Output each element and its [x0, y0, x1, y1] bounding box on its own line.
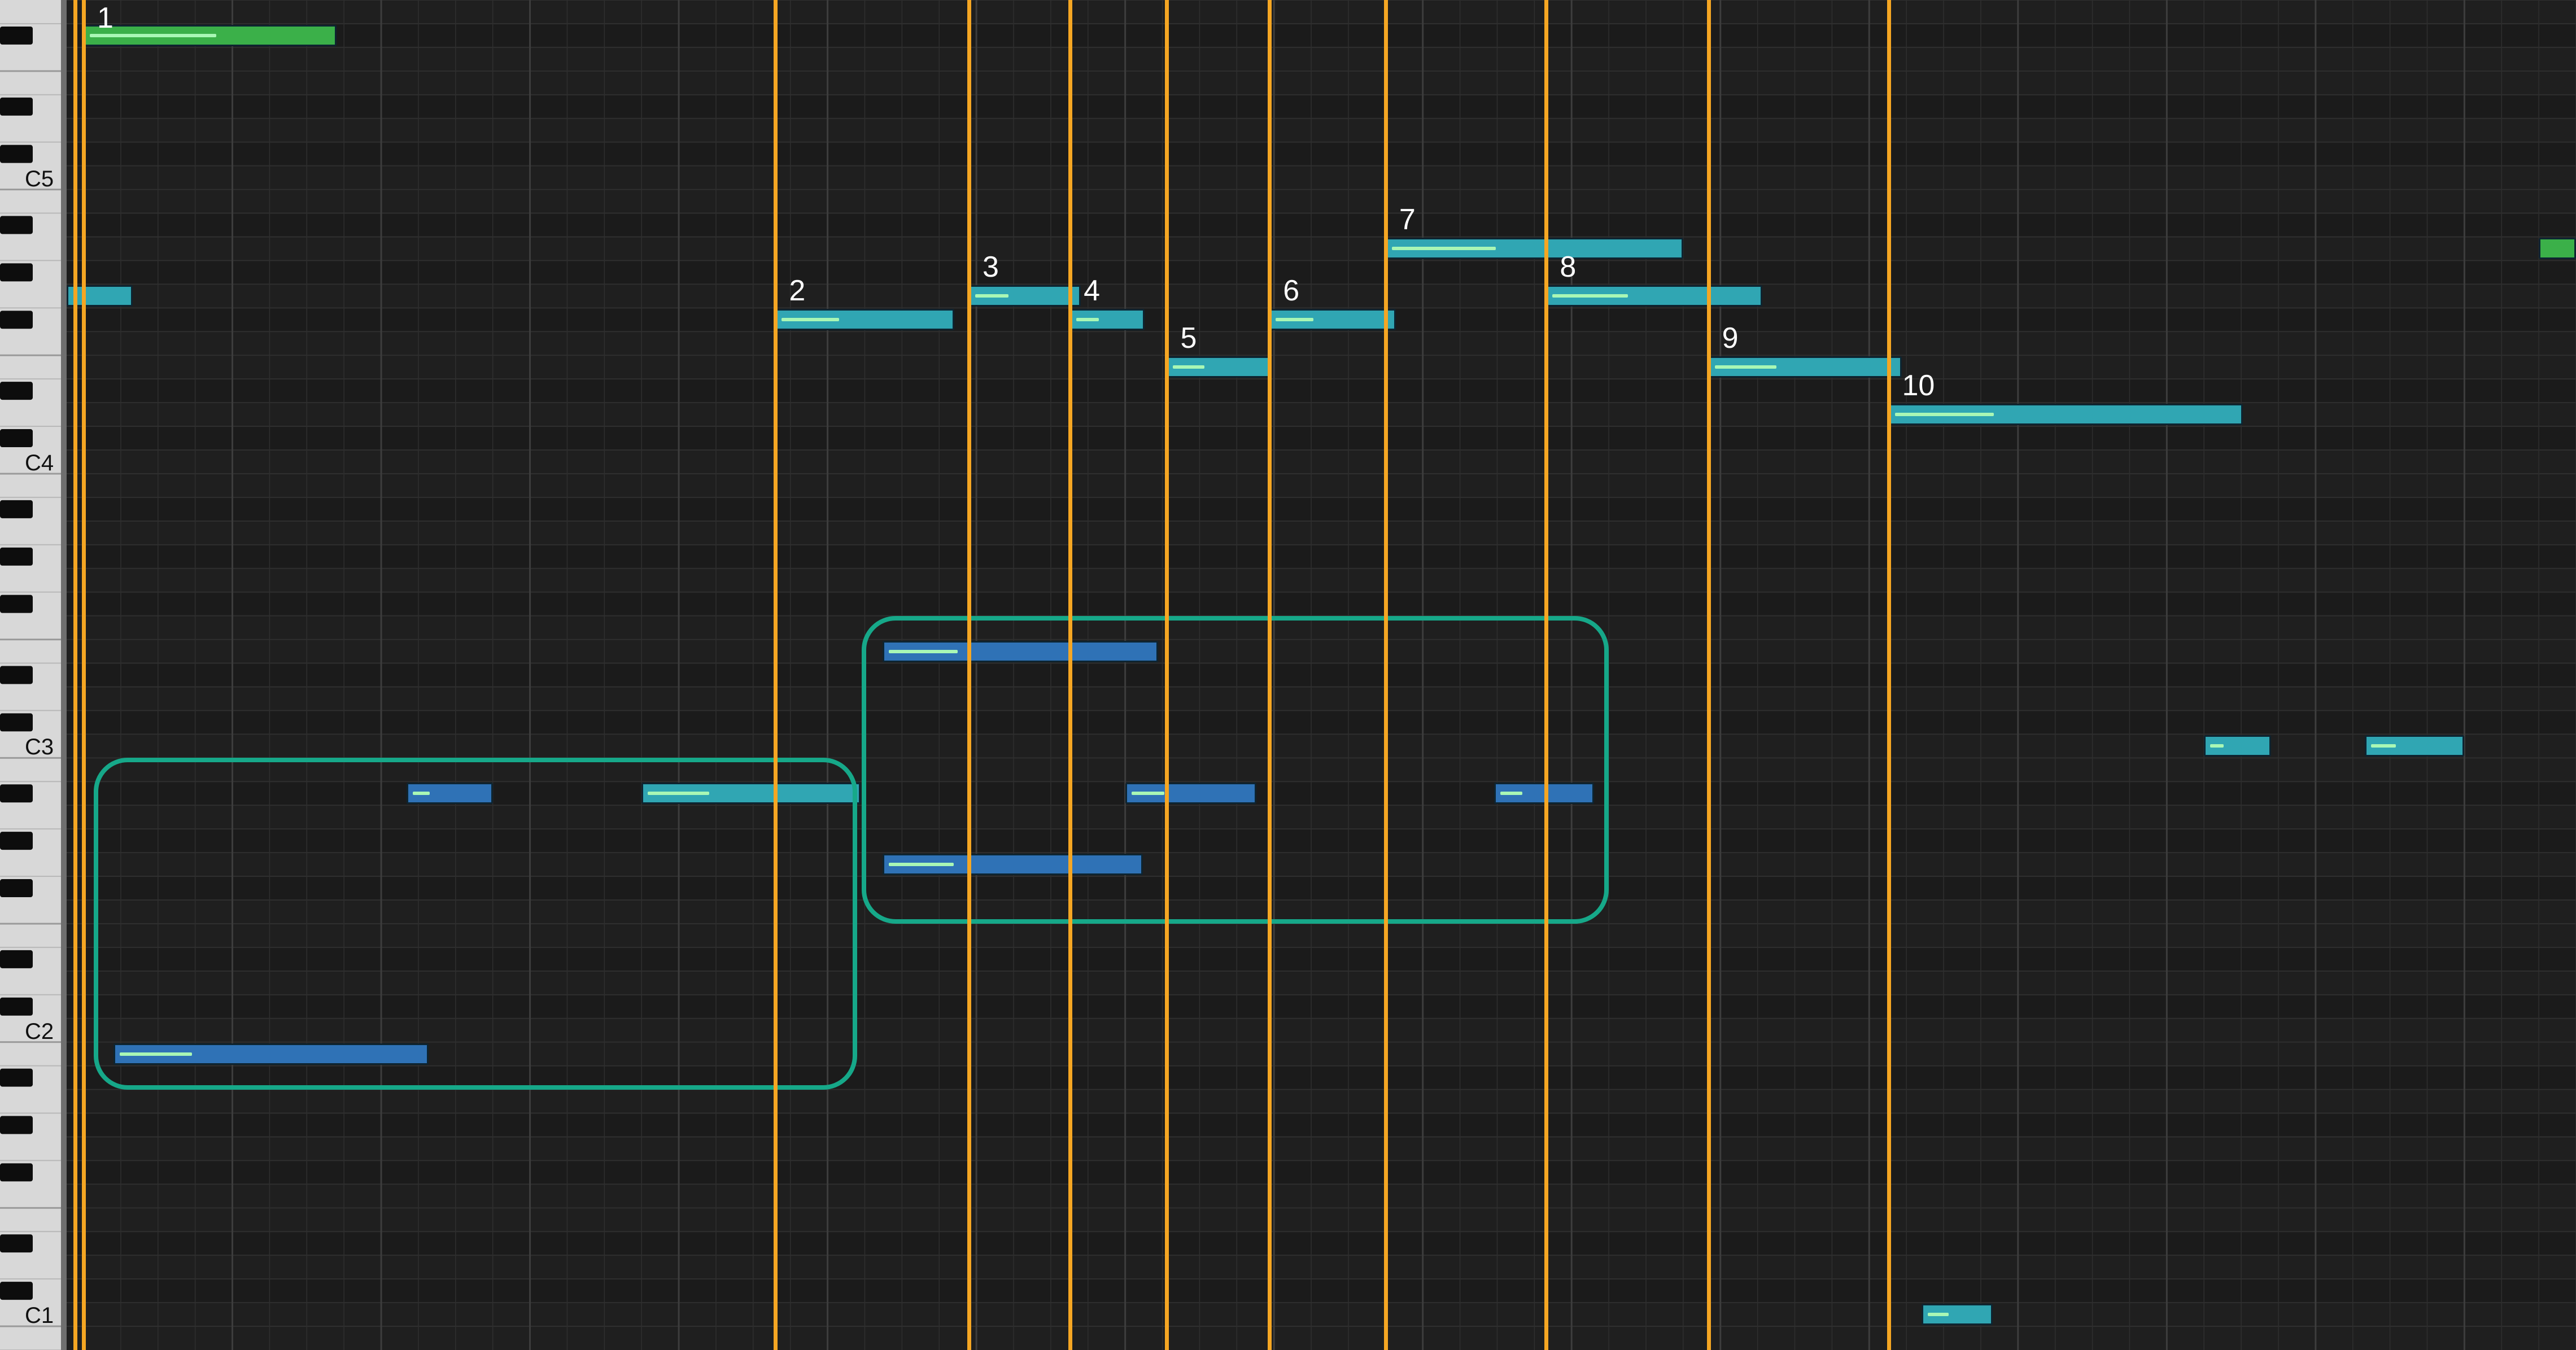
octave-label: C3	[25, 735, 54, 760]
black-key	[0, 26, 33, 45]
black-key	[0, 1234, 33, 1253]
midi-note[interactable]	[1125, 783, 1256, 805]
velocity-bar	[119, 1052, 193, 1056]
velocity-bar	[889, 649, 958, 653]
midi-note[interactable]	[1888, 404, 2243, 426]
grid-row-dark	[67, 1065, 2576, 1090]
midi-note[interactable]	[406, 783, 493, 805]
octave-label: C1	[25, 1303, 54, 1329]
midi-note[interactable]	[775, 309, 954, 331]
velocity-bar	[2210, 744, 2224, 748]
piano-keyboard[interactable]	[0, 0, 67, 1350]
velocity-bar	[1894, 413, 1994, 417]
grid-row-dark	[67, 213, 2576, 237]
black-key	[0, 263, 33, 282]
velocity-bar	[1500, 792, 1523, 796]
grid-row-dark	[67, 592, 2576, 616]
grid-row-dark	[67, 142, 2576, 166]
keyboard-edge	[61, 0, 67, 1350]
grid-row-dark	[67, 1160, 2576, 1185]
black-key	[0, 1068, 33, 1087]
black-key	[0, 216, 33, 234]
midi-note[interactable]	[968, 285, 1081, 307]
velocity-bar	[1131, 792, 1164, 796]
grid-row-dark	[67, 1231, 2576, 1256]
octave-label: C2	[25, 1019, 54, 1044]
midi-note[interactable]	[1269, 309, 1396, 331]
black-key	[0, 832, 33, 850]
black-key	[0, 950, 33, 968]
black-key	[0, 382, 33, 400]
velocity-bar	[1391, 247, 1496, 251]
black-key	[0, 1163, 33, 1182]
black-key	[0, 429, 33, 447]
midi-note[interactable]	[1385, 238, 1683, 260]
grid-row-dark	[67, 1279, 2576, 1303]
midi-note[interactable]	[84, 24, 337, 46]
black-key	[0, 997, 33, 1016]
black-key	[0, 1282, 33, 1300]
midi-note[interactable]	[113, 1043, 429, 1065]
black-key	[0, 666, 33, 684]
midi-note[interactable]	[1921, 1304, 1993, 1326]
grid-row-dark	[67, 829, 2576, 853]
grid-row-dark	[67, 544, 2576, 569]
velocity-bar	[1927, 1313, 1949, 1317]
grid-row-dark	[67, 1113, 2576, 1137]
black-key	[0, 97, 33, 116]
midi-note[interactable]	[1546, 285, 1762, 307]
octave-label: C4	[25, 450, 54, 475]
midi-note[interactable]	[1070, 309, 1145, 331]
octave-label: C5	[25, 166, 54, 191]
grid-row-dark	[67, 710, 2576, 735]
black-key	[0, 595, 33, 613]
velocity-bar	[412, 792, 430, 796]
grid-row-dark	[67, 947, 2576, 971]
velocity-bar	[781, 318, 839, 322]
grid-row-dark	[67, 663, 2576, 687]
velocity-bar	[975, 294, 1009, 298]
black-key	[0, 879, 33, 897]
midi-note[interactable]	[1494, 783, 1594, 805]
midi-note[interactable]	[2364, 735, 2465, 757]
black-key	[0, 311, 33, 329]
midi-note[interactable]	[2539, 238, 2576, 260]
black-key	[0, 1116, 33, 1134]
note-grid[interactable]	[67, 0, 2576, 1350]
grid-row-dark	[67, 379, 2576, 403]
midi-note[interactable]	[641, 783, 861, 805]
velocity-bar	[648, 792, 709, 796]
grid-row-dark	[67, 994, 2576, 1019]
midi-note[interactable]	[1167, 356, 1271, 378]
black-key	[0, 713, 33, 732]
midi-note[interactable]	[2204, 735, 2271, 757]
midi-note[interactable]	[883, 640, 1158, 662]
midi-note[interactable]	[67, 285, 133, 307]
grid-row-dark	[67, 876, 2576, 900]
grid-row-dark	[67, 426, 2576, 450]
velocity-bar	[1276, 318, 1314, 322]
black-key	[0, 547, 33, 566]
velocity-bar	[2370, 744, 2396, 748]
grid-row-dark	[67, 497, 2576, 521]
grid-row-dark	[67, 94, 2576, 119]
black-key	[0, 784, 33, 803]
black-key	[0, 145, 33, 163]
velocity-bar	[90, 33, 216, 37]
midi-note[interactable]	[883, 854, 1143, 876]
velocity-bar	[1173, 365, 1204, 369]
midi-note[interactable]	[1708, 356, 1902, 378]
velocity-bar	[889, 863, 954, 867]
grid-row-dark	[67, 23, 2576, 47]
velocity-bar	[1714, 365, 1777, 369]
black-key	[0, 500, 33, 518]
grid-row-dark	[67, 260, 2576, 285]
velocity-bar	[1076, 318, 1099, 322]
velocity-bar	[1552, 294, 1628, 298]
